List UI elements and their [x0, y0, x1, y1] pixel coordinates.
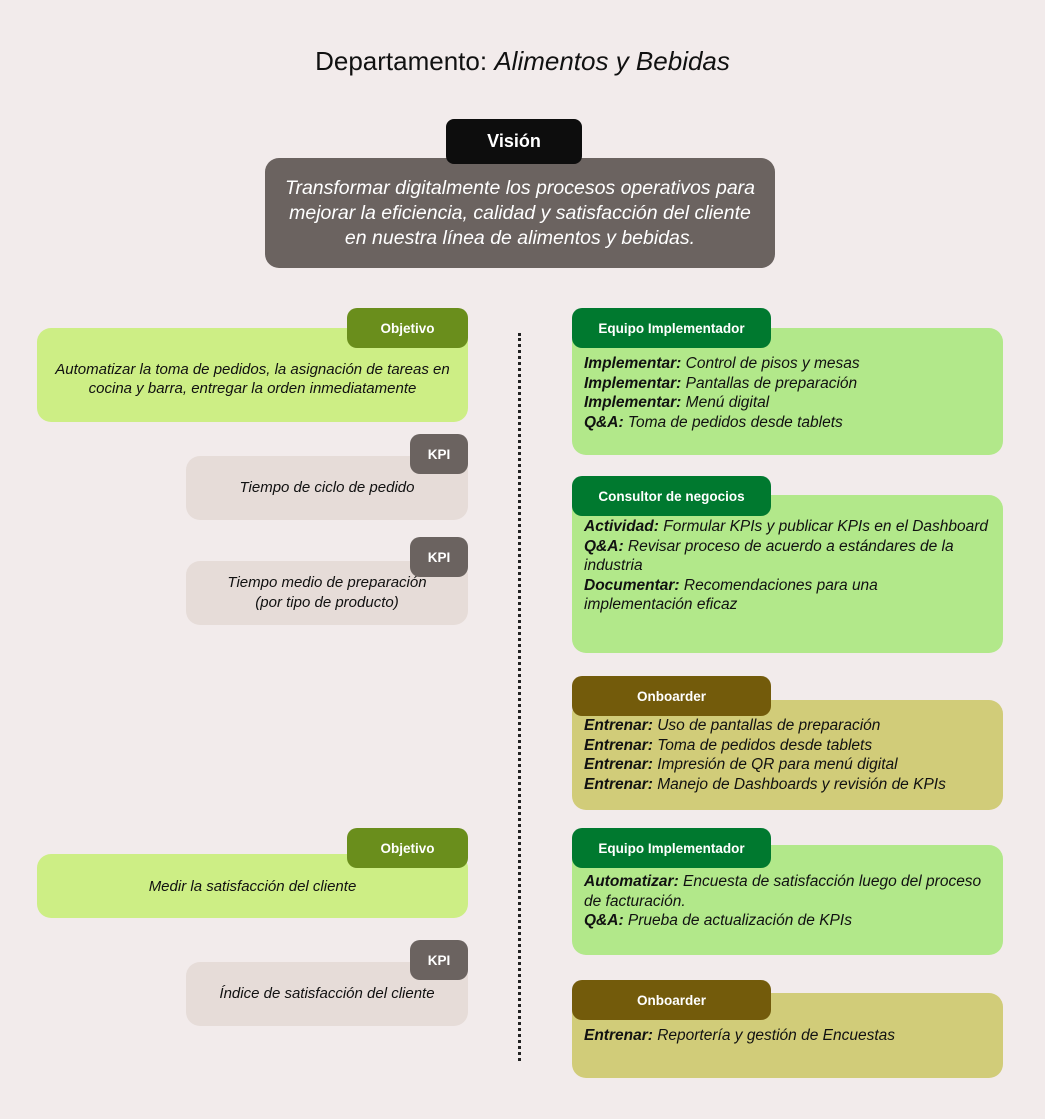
- team-3-item: Entrenar: Manejo de Dashboards y revisió…: [584, 775, 946, 793]
- vision-statement: Transformar digitalmente los procesos op…: [265, 158, 775, 268]
- kpi-1-label: KPI: [410, 434, 468, 474]
- team-1-item: Q&A: Toma de pedidos desde tablets: [584, 413, 843, 431]
- team-2-item: Q&A: Revisar proceso de acuerdo a estánd…: [584, 537, 954, 575]
- page-title: Departamento: Alimentos y Bebidas: [0, 46, 1045, 77]
- team-1-box: Implementar: Control de pisos y mesas Im…: [572, 328, 1003, 455]
- team-2-box: Actividad: Formular KPIs y publicar KPIs…: [572, 495, 1003, 653]
- objective-1-label: Objetivo: [347, 308, 468, 348]
- team-5-label: Onboarder: [572, 980, 771, 1020]
- team-2-item: Documentar: Recomendaciones para una imp…: [584, 576, 878, 614]
- team-1-item: Implementar: Control de pisos y mesas: [584, 355, 860, 372]
- team-3-box: Entrenar: Uso de pantallas de preparació…: [572, 700, 1003, 810]
- kpi-3-label: KPI: [410, 940, 468, 980]
- team-4-item: Q&A: Prueba de actualización de KPIs: [584, 912, 852, 929]
- department-name: Alimentos y Bebidas: [494, 46, 730, 76]
- team-3-label: Onboarder: [572, 676, 771, 716]
- team-4-item: Automatizar: Encuesta de satisfacción lu…: [584, 873, 982, 910]
- team-1-label: Equipo Implementador: [572, 308, 771, 348]
- team-2-label: Consultor de negocios: [572, 476, 771, 516]
- team-3-item: Entrenar: Toma de pedidos desde tablets: [584, 736, 873, 754]
- team-3-item: Entrenar: Uso de pantallas de preparació…: [584, 717, 881, 734]
- objective-2-label: Objetivo: [347, 828, 468, 868]
- title-prefix: Departamento:: [315, 46, 488, 76]
- center-divider: [518, 333, 521, 1061]
- vision-label: Visión: [446, 119, 582, 164]
- team-5-item: Entrenar: Reportería y gestión de Encues…: [584, 1027, 896, 1044]
- team-1-item: Implementar: Menú digital: [584, 394, 770, 411]
- team-3-item: Entrenar: Impresión de QR para menú digi…: [584, 756, 898, 773]
- kpi-2-label: KPI: [410, 537, 468, 577]
- team-2-item: Actividad: Formular KPIs y publicar KPIs…: [584, 518, 989, 535]
- team-1-item: Implementar: Pantallas de preparación: [584, 374, 858, 392]
- team-4-label: Equipo Implementador: [572, 828, 771, 868]
